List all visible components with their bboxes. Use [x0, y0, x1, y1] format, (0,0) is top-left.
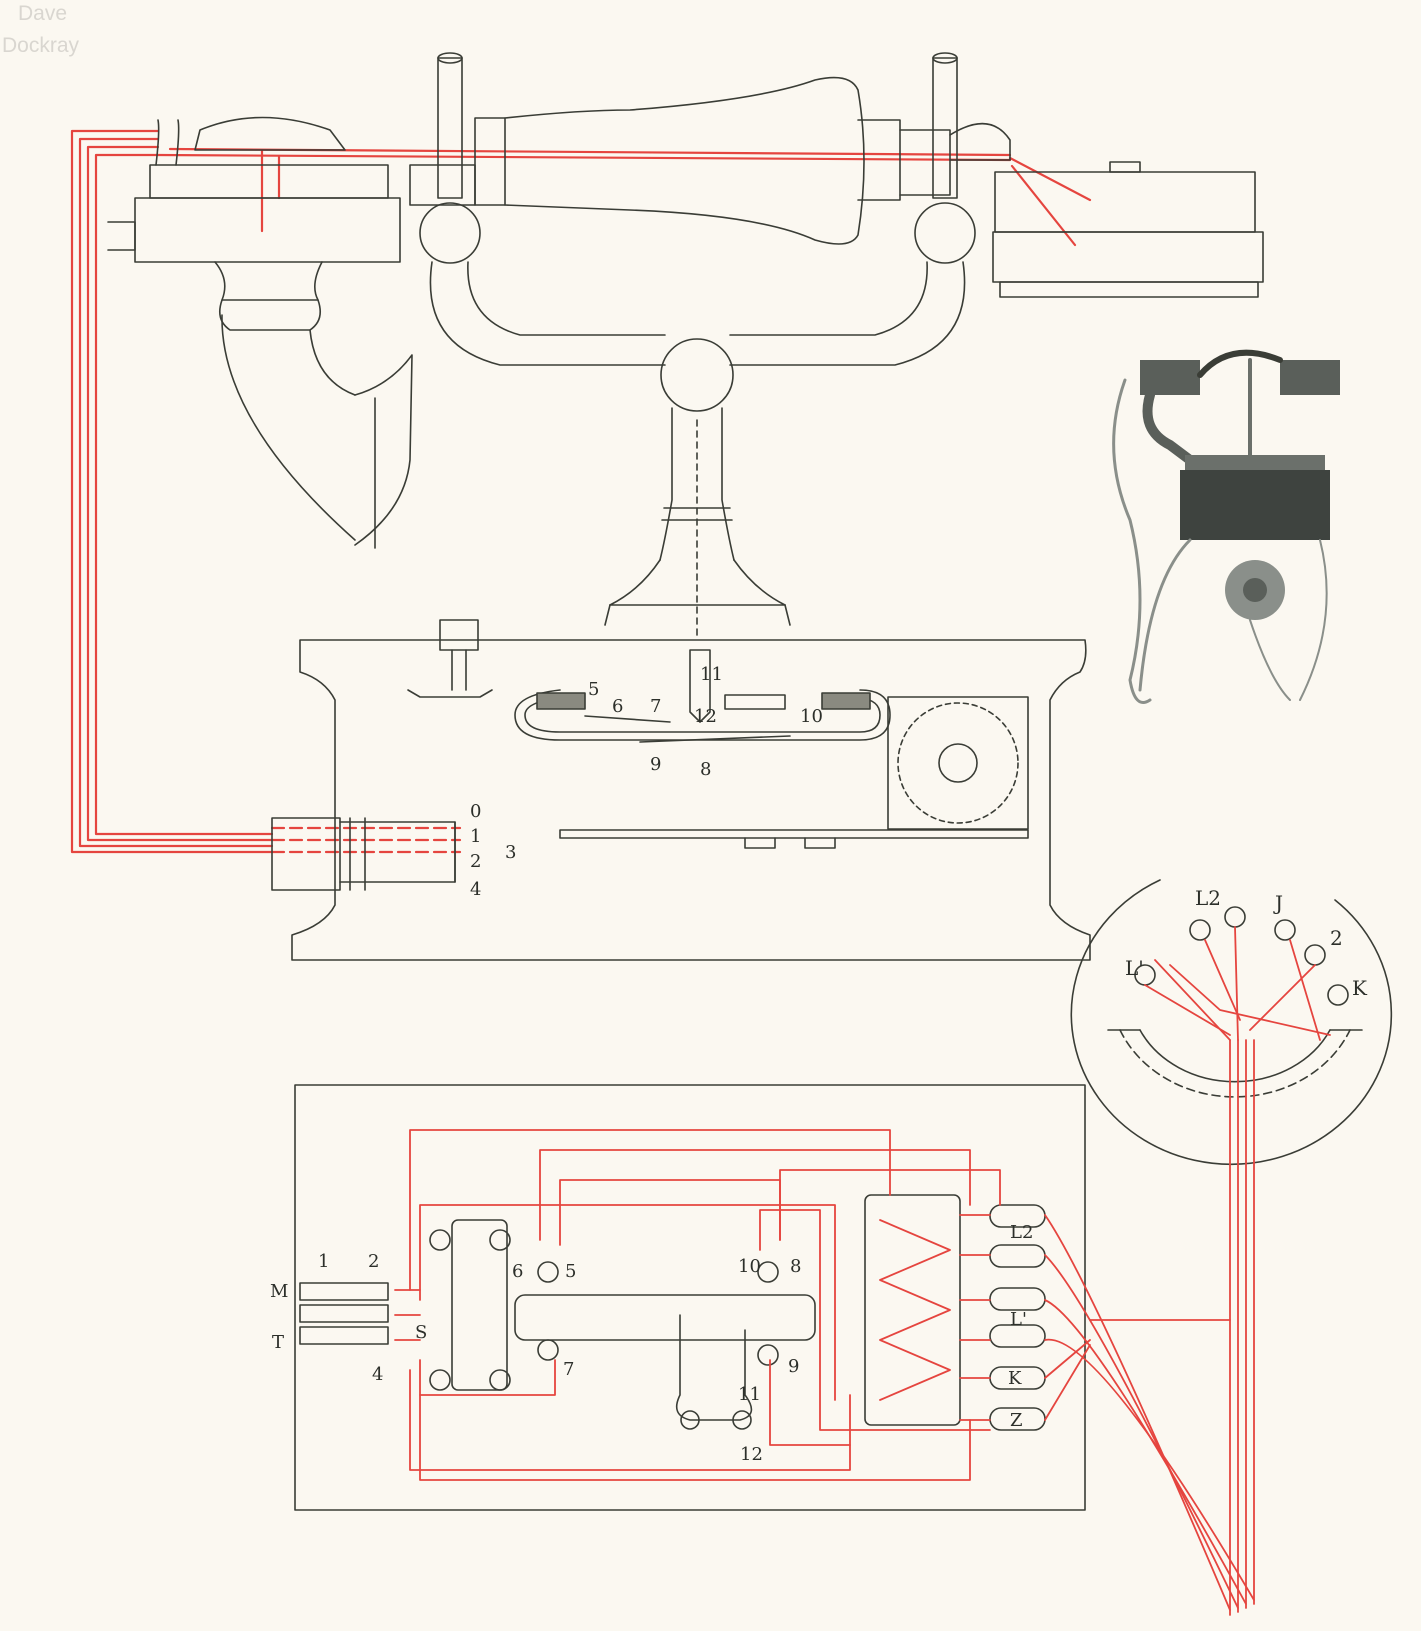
wall-phone-photo [1112, 349, 1340, 704]
cord-label-1: 1 [470, 826, 481, 847]
label-9: 9 [650, 754, 661, 775]
plate-label-l1: L' [1125, 956, 1144, 980]
terminal-plate [1070, 879, 1393, 1166]
cord-label-2: 2 [470, 851, 481, 872]
label-5-sch: 5 [565, 1261, 576, 1282]
label-7-sch: 7 [563, 1359, 574, 1380]
schematic-labels: M T 1 2 S 4 6 5 7 10 8 9 11 12 L2 L' K Z [270, 1222, 1033, 1465]
label-tb-l1: L' [1010, 1309, 1027, 1330]
upper-wiring [70, 129, 1092, 854]
label-s: S [415, 1322, 427, 1343]
cord-label-0: 0 [470, 801, 481, 822]
plate-label-2: 2 [1330, 926, 1343, 950]
watermark-line-2: Dockray [2, 34, 80, 57]
label-t: T [272, 1332, 284, 1353]
label-5: 5 [588, 679, 599, 700]
label-2: 2 [368, 1251, 379, 1272]
cord-labels: 0 1 3 2 4 [470, 801, 516, 900]
label-8: 8 [700, 759, 711, 780]
label-10: 10 [800, 706, 823, 727]
label-4: 4 [372, 1364, 383, 1385]
label-6-sch: 6 [512, 1261, 523, 1282]
terminal-plate-wiring [1144, 926, 1331, 1616]
cord-label-4: 4 [470, 879, 481, 900]
label-1: 1 [318, 1251, 329, 1272]
plate-label-j: J [1273, 891, 1283, 915]
label-tb-l2: L2 [1010, 1222, 1033, 1243]
label-m: M [270, 1281, 288, 1302]
label-11-sch: 11 [738, 1384, 761, 1405]
terminal-plate-labels: L2 J 2 L' K [1125, 886, 1368, 1000]
label-10-sch: 10 [738, 1256, 761, 1277]
plate-label-l2: L2 [1195, 886, 1221, 910]
phone-body [271, 619, 1091, 961]
handset-cradle [107, 52, 1264, 641]
schematic-wiring [394, 1129, 1255, 1611]
watermark-line-1: Dave [18, 2, 68, 25]
label-11: 11 [700, 664, 723, 685]
label-9-sch: 9 [788, 1356, 799, 1377]
label-12-sch: 12 [740, 1444, 763, 1465]
label-6: 6 [612, 696, 623, 717]
plate-label-k: K [1352, 976, 1368, 1000]
label-8-sch: 8 [790, 1256, 801, 1277]
label-tb-k: K [1008, 1368, 1022, 1389]
label-7: 7 [650, 696, 661, 717]
cord-label-3: 3 [505, 842, 516, 863]
schematic-frame [294, 1084, 1086, 1511]
label-12: 12 [694, 706, 717, 727]
label-tb-z: Z [1010, 1410, 1023, 1431]
cradle-labels: 5 6 7 11 12 10 9 8 [588, 664, 823, 780]
